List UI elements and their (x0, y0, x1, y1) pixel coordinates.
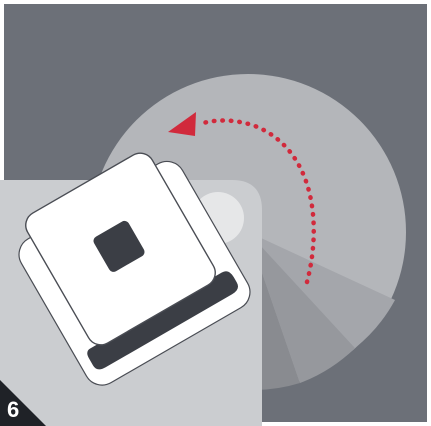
step-number: 6 (7, 398, 19, 422)
